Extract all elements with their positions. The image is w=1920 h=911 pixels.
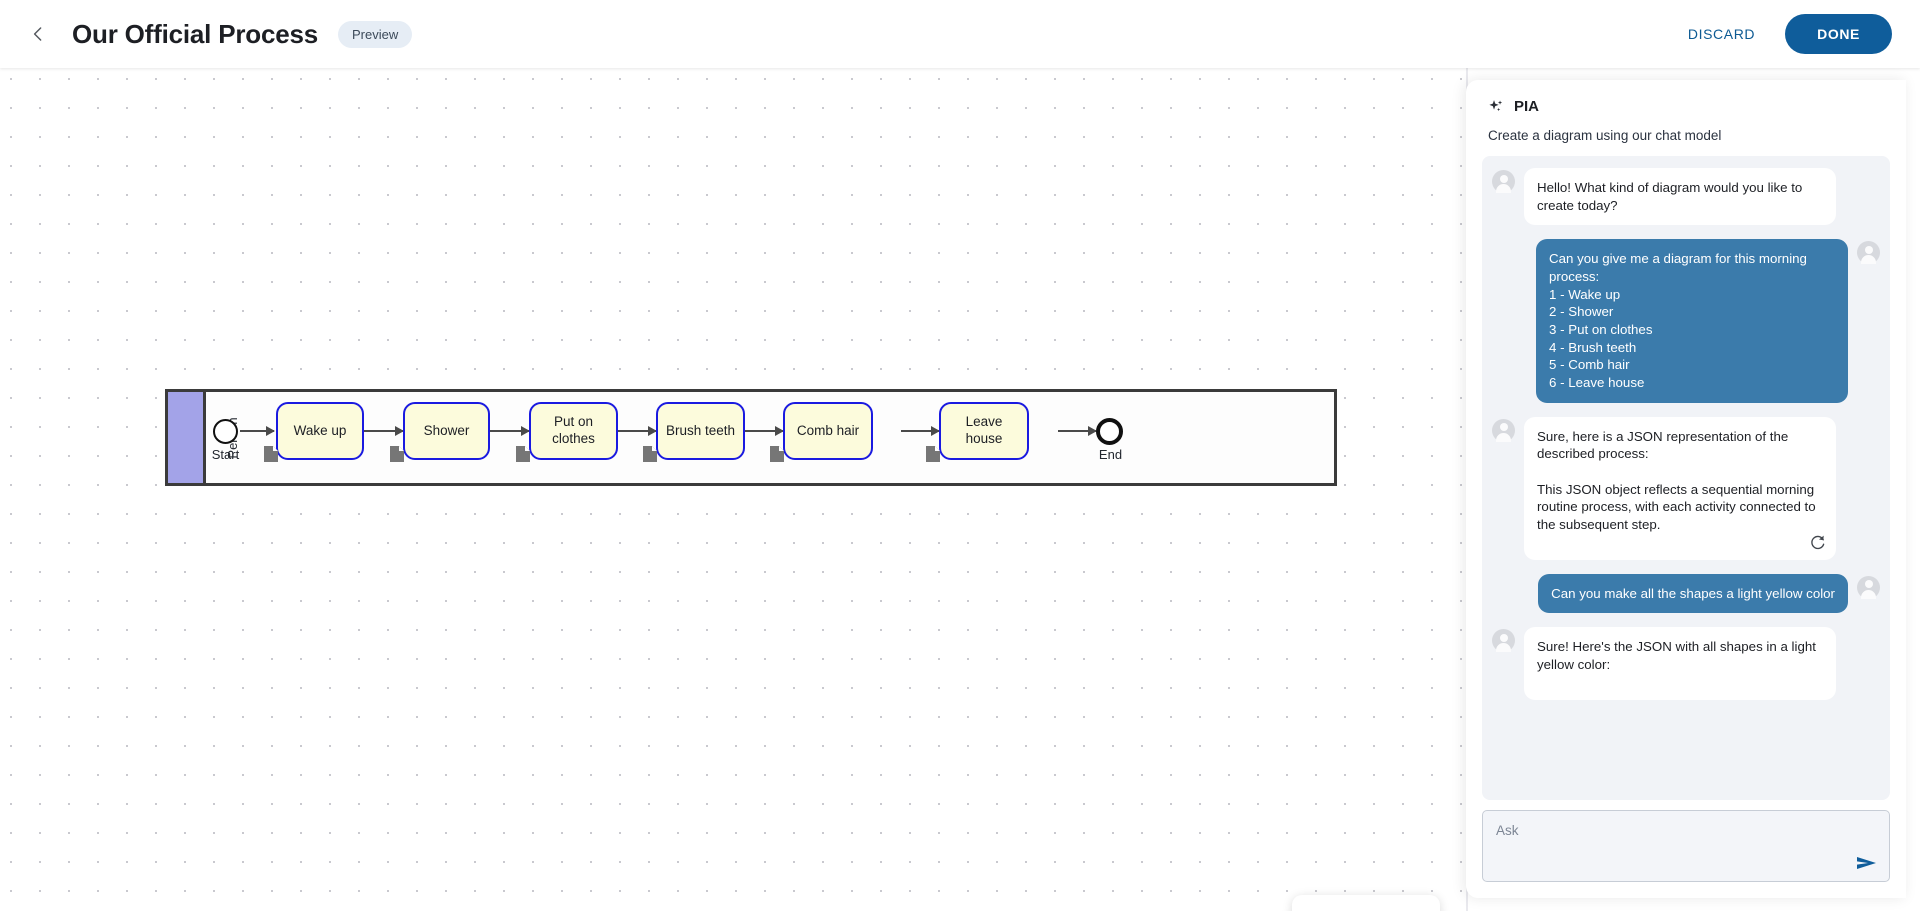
document-icon[interactable] [264, 446, 278, 462]
document-icon[interactable] [390, 446, 404, 462]
send-button[interactable] [1855, 853, 1879, 873]
pia-header: PIA [1466, 80, 1906, 115]
sequence-flow [364, 426, 404, 436]
chat-bubble-user: Can you give me a diagram for this morni… [1536, 239, 1848, 403]
discard-button[interactable]: DISCARD [1684, 20, 1759, 48]
pia-title: PIA [1514, 98, 1540, 115]
chat-message: Can you make all the shapes a light yell… [1492, 573, 1880, 614]
chat-bubble-bot: Hello! What kind of diagram would you li… [1524, 168, 1836, 226]
avatar [1492, 418, 1515, 442]
pool-header-band [168, 392, 206, 483]
diagram-canvas[interactable]: Person Start Wake up Shower Put on cloth… [0, 68, 1468, 911]
page-title: Our Official Process [72, 18, 318, 49]
chevron-left-icon [33, 27, 42, 41]
sequence-flow [240, 426, 275, 436]
send-arrow-icon [1857, 857, 1876, 869]
top-bar-actions: DISCARD DONE [1684, 14, 1892, 54]
document-icon[interactable] [643, 446, 657, 462]
zoom-in-button[interactable]: + [1405, 908, 1422, 911]
task-wake-up[interactable]: Wake up [276, 402, 364, 460]
sequence-flow [618, 426, 657, 436]
task-put-on-clothes[interactable]: Put on clothes [529, 402, 618, 460]
ask-box[interactable] [1482, 810, 1890, 882]
done-button[interactable]: DONE [1785, 14, 1892, 54]
task-brush-teeth[interactable]: Brush teeth [656, 402, 745, 460]
chat-bubble-bot: Sure! Here's the JSON with all shapes in… [1524, 627, 1836, 700]
start-event[interactable] [213, 419, 238, 444]
sequence-flow [490, 426, 530, 436]
avatar [1492, 170, 1515, 193]
chat-message: Sure! Here's the JSON with all shapes in… [1492, 627, 1880, 700]
document-icon[interactable] [770, 446, 784, 462]
bpmn-pool[interactable]: Person Start Wake up Shower Put on cloth… [165, 389, 1337, 486]
avatar [1492, 629, 1515, 653]
sparkle-icon [1489, 100, 1503, 112]
top-bar: Our Official Process Preview DISCARD DON… [0, 0, 1920, 68]
chat-message: Sure, here is a JSON representation of t… [1492, 416, 1880, 560]
end-event[interactable] [1096, 418, 1123, 445]
chat-message: Hello! What kind of diagram would you li… [1492, 168, 1880, 226]
chat-bubble-wrapper: Sure, here is a JSON representation of t… [1515, 416, 1836, 560]
ask-input[interactable] [1483, 811, 1889, 881]
pia-subtitle: Create a diagram using our chat model [1488, 128, 1722, 143]
sequence-flow [901, 426, 940, 436]
zoom-out-button[interactable]: − [1310, 908, 1327, 911]
avatar [1857, 575, 1880, 599]
end-event-label: End [1098, 447, 1123, 462]
chat-bubble-user: Can you make all the shapes a light yell… [1538, 573, 1848, 614]
sequence-flow [1058, 426, 1097, 436]
zoom-control: − 100% + [1292, 895, 1440, 911]
document-icon[interactable] [516, 446, 530, 462]
pia-chat-panel: PIA Create a diagram using our chat mode… [1466, 80, 1906, 898]
sequence-flow [745, 426, 784, 436]
chat-message: Can you give me a diagram for this morni… [1492, 239, 1880, 403]
task-leave-house[interactable]: Leave house [939, 402, 1029, 460]
preview-badge: Preview [337, 20, 413, 48]
back-button[interactable] [18, 14, 58, 54]
avatar [1857, 241, 1880, 265]
task-comb-hair[interactable]: Comb hair [783, 402, 873, 460]
chat-bubble-bot: Sure, here is a JSON representation of t… [1524, 416, 1836, 560]
ask-area [1466, 800, 1906, 898]
task-shower[interactable]: Shower [403, 402, 490, 460]
chat-message-list[interactable]: Hello! What kind of diagram would you li… [1482, 156, 1890, 800]
document-icon[interactable] [926, 446, 940, 462]
regenerate-icon[interactable] [1809, 533, 1827, 551]
